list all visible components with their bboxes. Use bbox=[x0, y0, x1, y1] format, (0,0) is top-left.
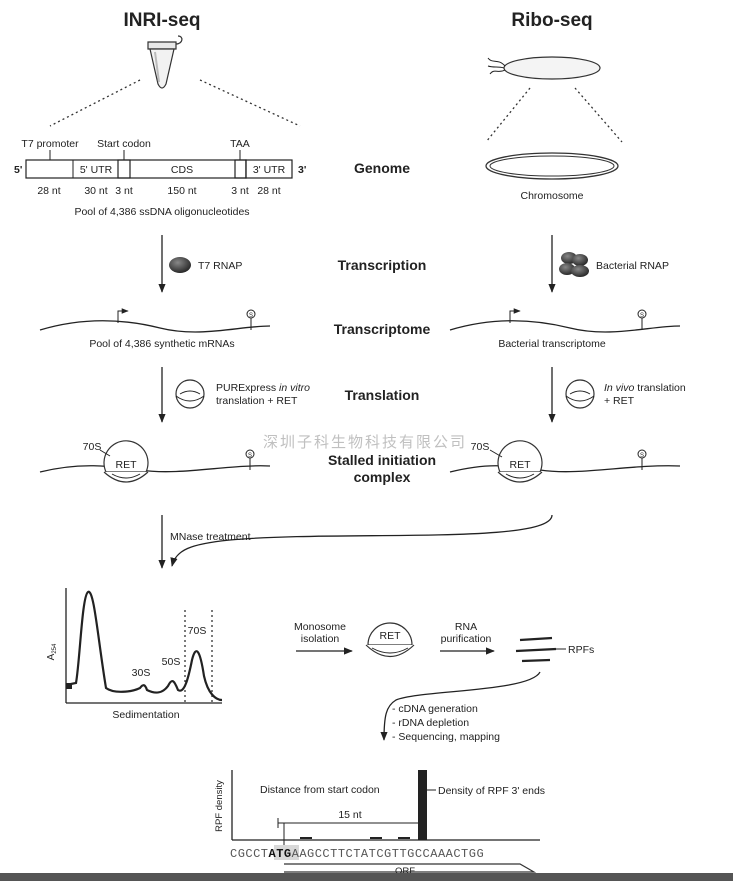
t7-promoter-label: T7 promoter bbox=[21, 138, 79, 150]
taa-label: TAA bbox=[230, 138, 250, 150]
monosome-line2: isolation bbox=[301, 633, 340, 645]
ribosome-icon bbox=[565, 379, 595, 409]
t7-rnap-label: T7 RNAP bbox=[198, 260, 242, 272]
atg-highlight bbox=[274, 845, 299, 860]
ret-label: RET bbox=[510, 459, 532, 471]
ribosome-icon bbox=[175, 379, 205, 409]
profile-xlabel: Sedimentation bbox=[112, 709, 179, 721]
density-ylabel: RPF density bbox=[214, 780, 225, 832]
bacterium-icon bbox=[487, 56, 601, 80]
bacterial-rnap-label: Bacterial RNAP bbox=[596, 260, 669, 272]
orf-label: ORF bbox=[395, 866, 415, 877]
bacterial-transcriptome-label: Bacterial transcriptome bbox=[498, 338, 606, 350]
distance-label: Distance from start codon bbox=[260, 784, 380, 796]
utr3-label: 3' UTR bbox=[253, 164, 286, 176]
len-cds: 150 nt bbox=[167, 185, 196, 197]
peak-70s-label: 70S bbox=[188, 625, 207, 637]
five-prime-end: 5' bbox=[14, 164, 22, 176]
t7-rnap-icon bbox=[169, 257, 191, 273]
stage-stalled-line2: complex bbox=[354, 469, 411, 485]
terminator-icon: S bbox=[640, 453, 644, 459]
rna-purif-line2: purification bbox=[441, 633, 492, 645]
invivo-line2: + RET bbox=[604, 395, 635, 407]
rpf-fragments bbox=[515, 636, 566, 663]
ret-label: RET bbox=[380, 630, 402, 642]
stalled-complex-right: S bbox=[449, 440, 681, 483]
monosome-icon bbox=[365, 622, 415, 658]
mnase-label: MNase treatment bbox=[170, 531, 251, 543]
stage-translation: Translation bbox=[345, 387, 420, 403]
rpf-density-plot bbox=[231, 770, 540, 855]
stage-genome: Genome bbox=[354, 160, 410, 176]
peak-50s-label: 50S bbox=[162, 656, 181, 668]
cds-label: CDS bbox=[171, 164, 193, 176]
bacterial-rnap-icon bbox=[559, 252, 589, 277]
len-utr3: 28 nt bbox=[257, 185, 280, 197]
orf-arrow bbox=[284, 863, 537, 873]
ret-label: RET bbox=[116, 459, 138, 471]
peak-30s-label: 30S bbox=[132, 667, 151, 679]
terminator-icon: S bbox=[248, 453, 252, 459]
stalled-complex-left: S bbox=[39, 440, 271, 483]
terminator-icon: S bbox=[249, 313, 253, 319]
rpfs-label: RPFs bbox=[568, 644, 594, 656]
purexpress-line1: PURExpress in vitro bbox=[216, 382, 310, 394]
stage-stalled-line1: Stalled initiation bbox=[328, 452, 436, 468]
start-codon-label: Start codon bbox=[97, 138, 151, 150]
nt-label: 15 nt bbox=[338, 809, 361, 821]
three-prime-end: 3' bbox=[298, 164, 306, 176]
oligo-pool-label: Pool of 4,386 ssDNA oligonucleotides bbox=[74, 206, 249, 218]
ribosome-70s-label: 70S bbox=[471, 441, 490, 453]
watermark-text: 深圳子科生物科技有限公司 bbox=[263, 434, 467, 451]
sequence: CGCCTATGAAGCCTTCTATCGTTGCCAAACTGG bbox=[230, 847, 484, 861]
bottom-bar bbox=[0, 873, 733, 881]
sedimentation-profile bbox=[65, 588, 223, 704]
stage-transcription: Transcription bbox=[338, 257, 427, 273]
synthetic-mrnas-label: Pool of 4,386 synthetic mRNAs bbox=[89, 338, 234, 350]
step-cdna: - cDNA generation bbox=[392, 703, 478, 715]
purexpress-line2: translation + RET bbox=[216, 395, 298, 407]
synthetic-mrna: S bbox=[39, 308, 271, 333]
terminator-icon: S bbox=[640, 313, 644, 319]
ribosome-70s-label: 70S bbox=[83, 441, 102, 453]
monosome-line1: Monosome bbox=[294, 621, 346, 633]
title-ribo-seq: Ribo-seq bbox=[511, 10, 592, 31]
bacterial-mrna: S bbox=[449, 308, 681, 333]
utr5-label: 5' UTR bbox=[80, 164, 113, 176]
chromosome-label: Chromosome bbox=[520, 190, 583, 202]
len-start: 3 nt bbox=[115, 185, 133, 197]
rna-purif-line1: RNA bbox=[455, 621, 477, 633]
len-stop: 3 nt bbox=[231, 185, 249, 197]
profile-ylabel: A254 bbox=[46, 643, 58, 660]
invivo-line1: In vivo translation bbox=[604, 382, 686, 394]
step-rdna: - rDNA depletion bbox=[392, 717, 469, 729]
len-t7: 28 nt bbox=[37, 185, 60, 197]
rpf-ends-label: Density of RPF 3' ends bbox=[438, 785, 545, 797]
title-inri-seq: INRI-seq bbox=[123, 10, 200, 31]
stage-transcriptome: Transcriptome bbox=[334, 321, 431, 337]
len-utr5: 30 nt bbox=[84, 185, 107, 197]
chromosome-icon bbox=[485, 152, 619, 180]
tube-icon bbox=[147, 35, 183, 89]
oligo-construct bbox=[25, 150, 293, 179]
step-sequencing: - Sequencing, mapping bbox=[392, 731, 500, 743]
